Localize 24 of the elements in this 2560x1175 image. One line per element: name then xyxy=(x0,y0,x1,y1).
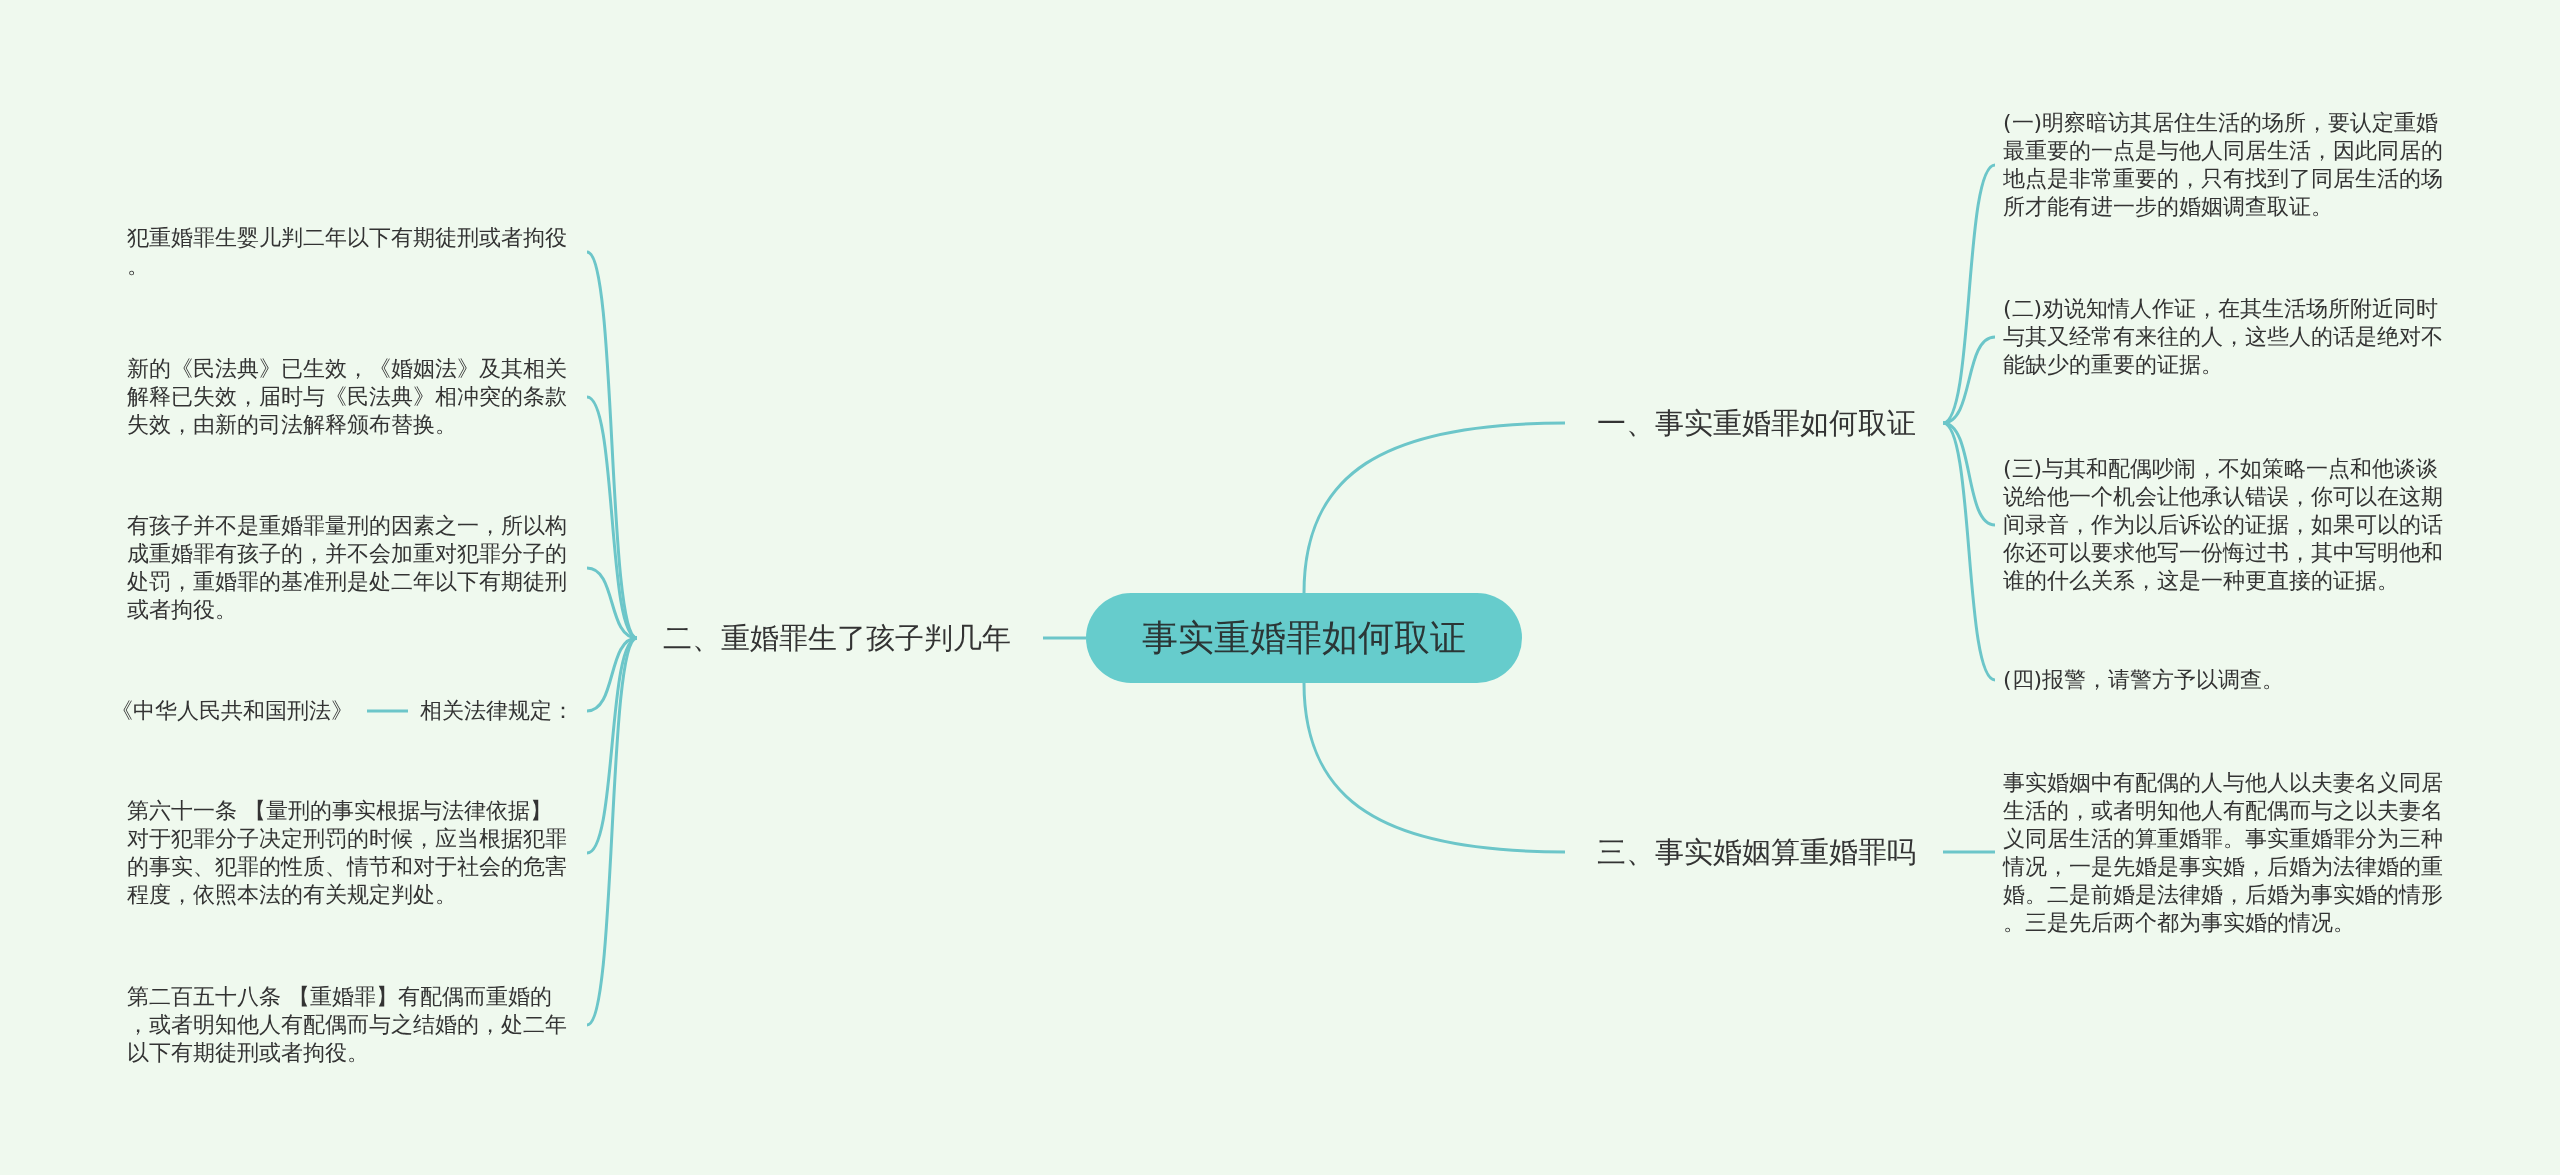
note-text: 犯重婚罪生婴儿判二年以下有期徒刑或者拘役。 xyxy=(119,224,587,280)
central-topic: 事实重婚罪如何取证 xyxy=(1086,593,1522,683)
note-text: (三)与其和配偶吵闹，不如策略一点和他谈谈说给他一个机会让他承认错误，你可以在这期间录音，作为以后诉讼的证据，如果可以的话你还可以要求他写一份悔过书，其中写明他和谁的什么关系，这是一种更直接的证据。 xyxy=(1995,455,2457,595)
branch-topic: 一、事实重婚罪如何取证 xyxy=(1565,403,1943,443)
note-text: 有孩子并不是重婚罪量刑的因素之一，所以构成重婚罪有孩子的，并不会加重对犯罪分子的处罚，重婚罪的基准刑是处二年以下有期徒刑或者拘役。 xyxy=(119,512,587,624)
note-text: 相关法律规定： xyxy=(408,697,587,725)
connector-curve xyxy=(1302,421,1566,594)
connector-line xyxy=(1043,636,1086,640)
branch-topic: 三、事实婚姻算重婚罪吗 xyxy=(1565,832,1943,872)
note-text: (一)明察暗访其居住生活的场所，要认定重婚最重要的一点是与他人同居生活，因此同居的地点是非常重要的，只有找到了同居生活的场所才能有进一步的婚姻调查取证。 xyxy=(1995,109,2457,221)
branch-topic: 二、重婚罪生了孩子判几年 xyxy=(637,618,1043,658)
connector-line xyxy=(1943,850,1995,854)
note-text: 新的《民法典》已生效，《婚姻法》及其相关解释已失效，届时与《民法典》相冲突的条款失效，由新的司法解释颁布替换。 xyxy=(119,355,587,439)
connector-curve xyxy=(585,637,639,1026)
connector-line xyxy=(367,709,408,713)
note-text: 事实婚姻中有配偶的人与他人以夫妻名义同居生活的，或者明知他人有配偶而与之以夫妻名义同居生活的算重婚罪。事实重婚罪分为三种情况，一是先婚是事实婚，后婚为法律婚的重婚。二是前婚是法律婚，后婚为事实婚的情形。三是先后两个都为事实婚的情况。 xyxy=(1995,769,2457,937)
connector-curve xyxy=(1302,682,1566,854)
connector-curve xyxy=(1942,335,1996,425)
note-text: (二)劝说知情人作证，在其生活场所附近同时与其又经常有来往的人，这些人的话是绝对不能缺少的重要的证据。 xyxy=(1995,295,2457,379)
note-text: 第六十一条 【量刑的事实根据与法律依据】对于犯罪分子决定刑罚的时候，应当根据犯罪的事实、犯罪的性质、情节和对于社会的危害程度，依照本法的有关规定判处。 xyxy=(119,797,587,909)
note-text: 第二百五十八条 【重婚罪】有配偶而重婚的，或者明知他人有配偶而与之结婚的，处二年以下有期徒刑或者拘役。 xyxy=(119,983,587,1067)
connector-curve xyxy=(1942,421,1996,682)
note-text: 《中华人民共和国刑法》 xyxy=(103,697,367,725)
note-text: (四)报警，请警方予以调查。 xyxy=(1995,666,2457,694)
